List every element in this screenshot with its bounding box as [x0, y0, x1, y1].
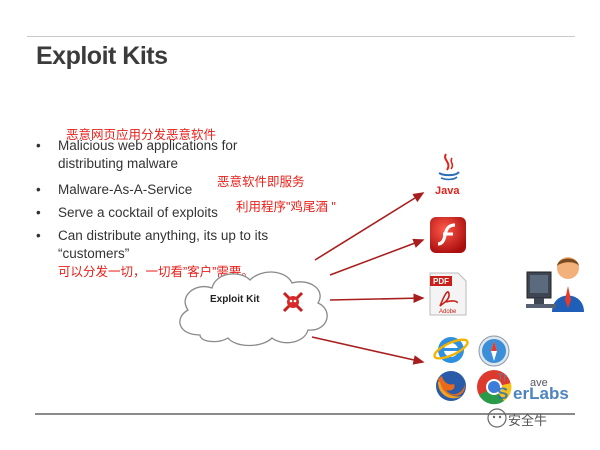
svg-text:Adobe: Adobe: [439, 309, 457, 315]
annotation-1: 恶意网页应用分发恶意软件: [66, 128, 217, 142]
internet-explorer-icon: [433, 337, 469, 363]
svg-text:PDF: PDF: [433, 277, 449, 286]
user-at-computer-icon: [526, 257, 584, 312]
java-icon: Java: [435, 153, 460, 197]
safari-icon: [478, 335, 510, 367]
arrow-to-flash: [329, 238, 425, 276]
skull-crossbones-icon: [282, 291, 304, 313]
exploit-kit-cloud: [179, 271, 328, 347]
logo-text-suffix: ave: [530, 377, 548, 389]
bullet-2: •Malware-As-A-Service: [36, 182, 193, 197]
bullet-4-cont: “customers”: [58, 246, 130, 261]
bullet-4: •Can distribute anything, its up to its: [36, 228, 269, 243]
watermark-text: 安全牛: [508, 413, 548, 428]
arrow-to-pdf: [329, 293, 425, 304]
bottom-rule: [35, 413, 575, 415]
chrome-icon: [477, 370, 512, 405]
firefox-icon: [436, 371, 466, 401]
wechat-icon: [487, 408, 507, 428]
top-rule: [27, 36, 575, 37]
cloud-label: Exploit Kit: [210, 294, 260, 305]
bullet-1-cont: distributing malware: [58, 156, 179, 171]
bullet-3: •Serve a cocktail of exploits: [36, 205, 218, 220]
slide-title: Exploit Kits: [36, 42, 168, 70]
pdf-icon: PDF Adobe: [429, 272, 467, 316]
logo-text-small: Tr: [497, 372, 507, 384]
arrow-to-browsers: [311, 336, 425, 365]
logo-text-main: S erLabs: [497, 384, 569, 403]
annotation-3: 利用程序"鸡尾酒 ": [236, 200, 336, 214]
svg-text:Java: Java: [435, 185, 460, 197]
arrow-to-java: [314, 192, 425, 261]
annotation-4: 可以分发一切，一切看”客户”需要。: [58, 265, 254, 279]
flash-icon: [430, 217, 466, 253]
bullet-1: •Malicious web applications for: [36, 138, 238, 153]
annotation-2: 恶意软件即服务: [217, 175, 305, 189]
